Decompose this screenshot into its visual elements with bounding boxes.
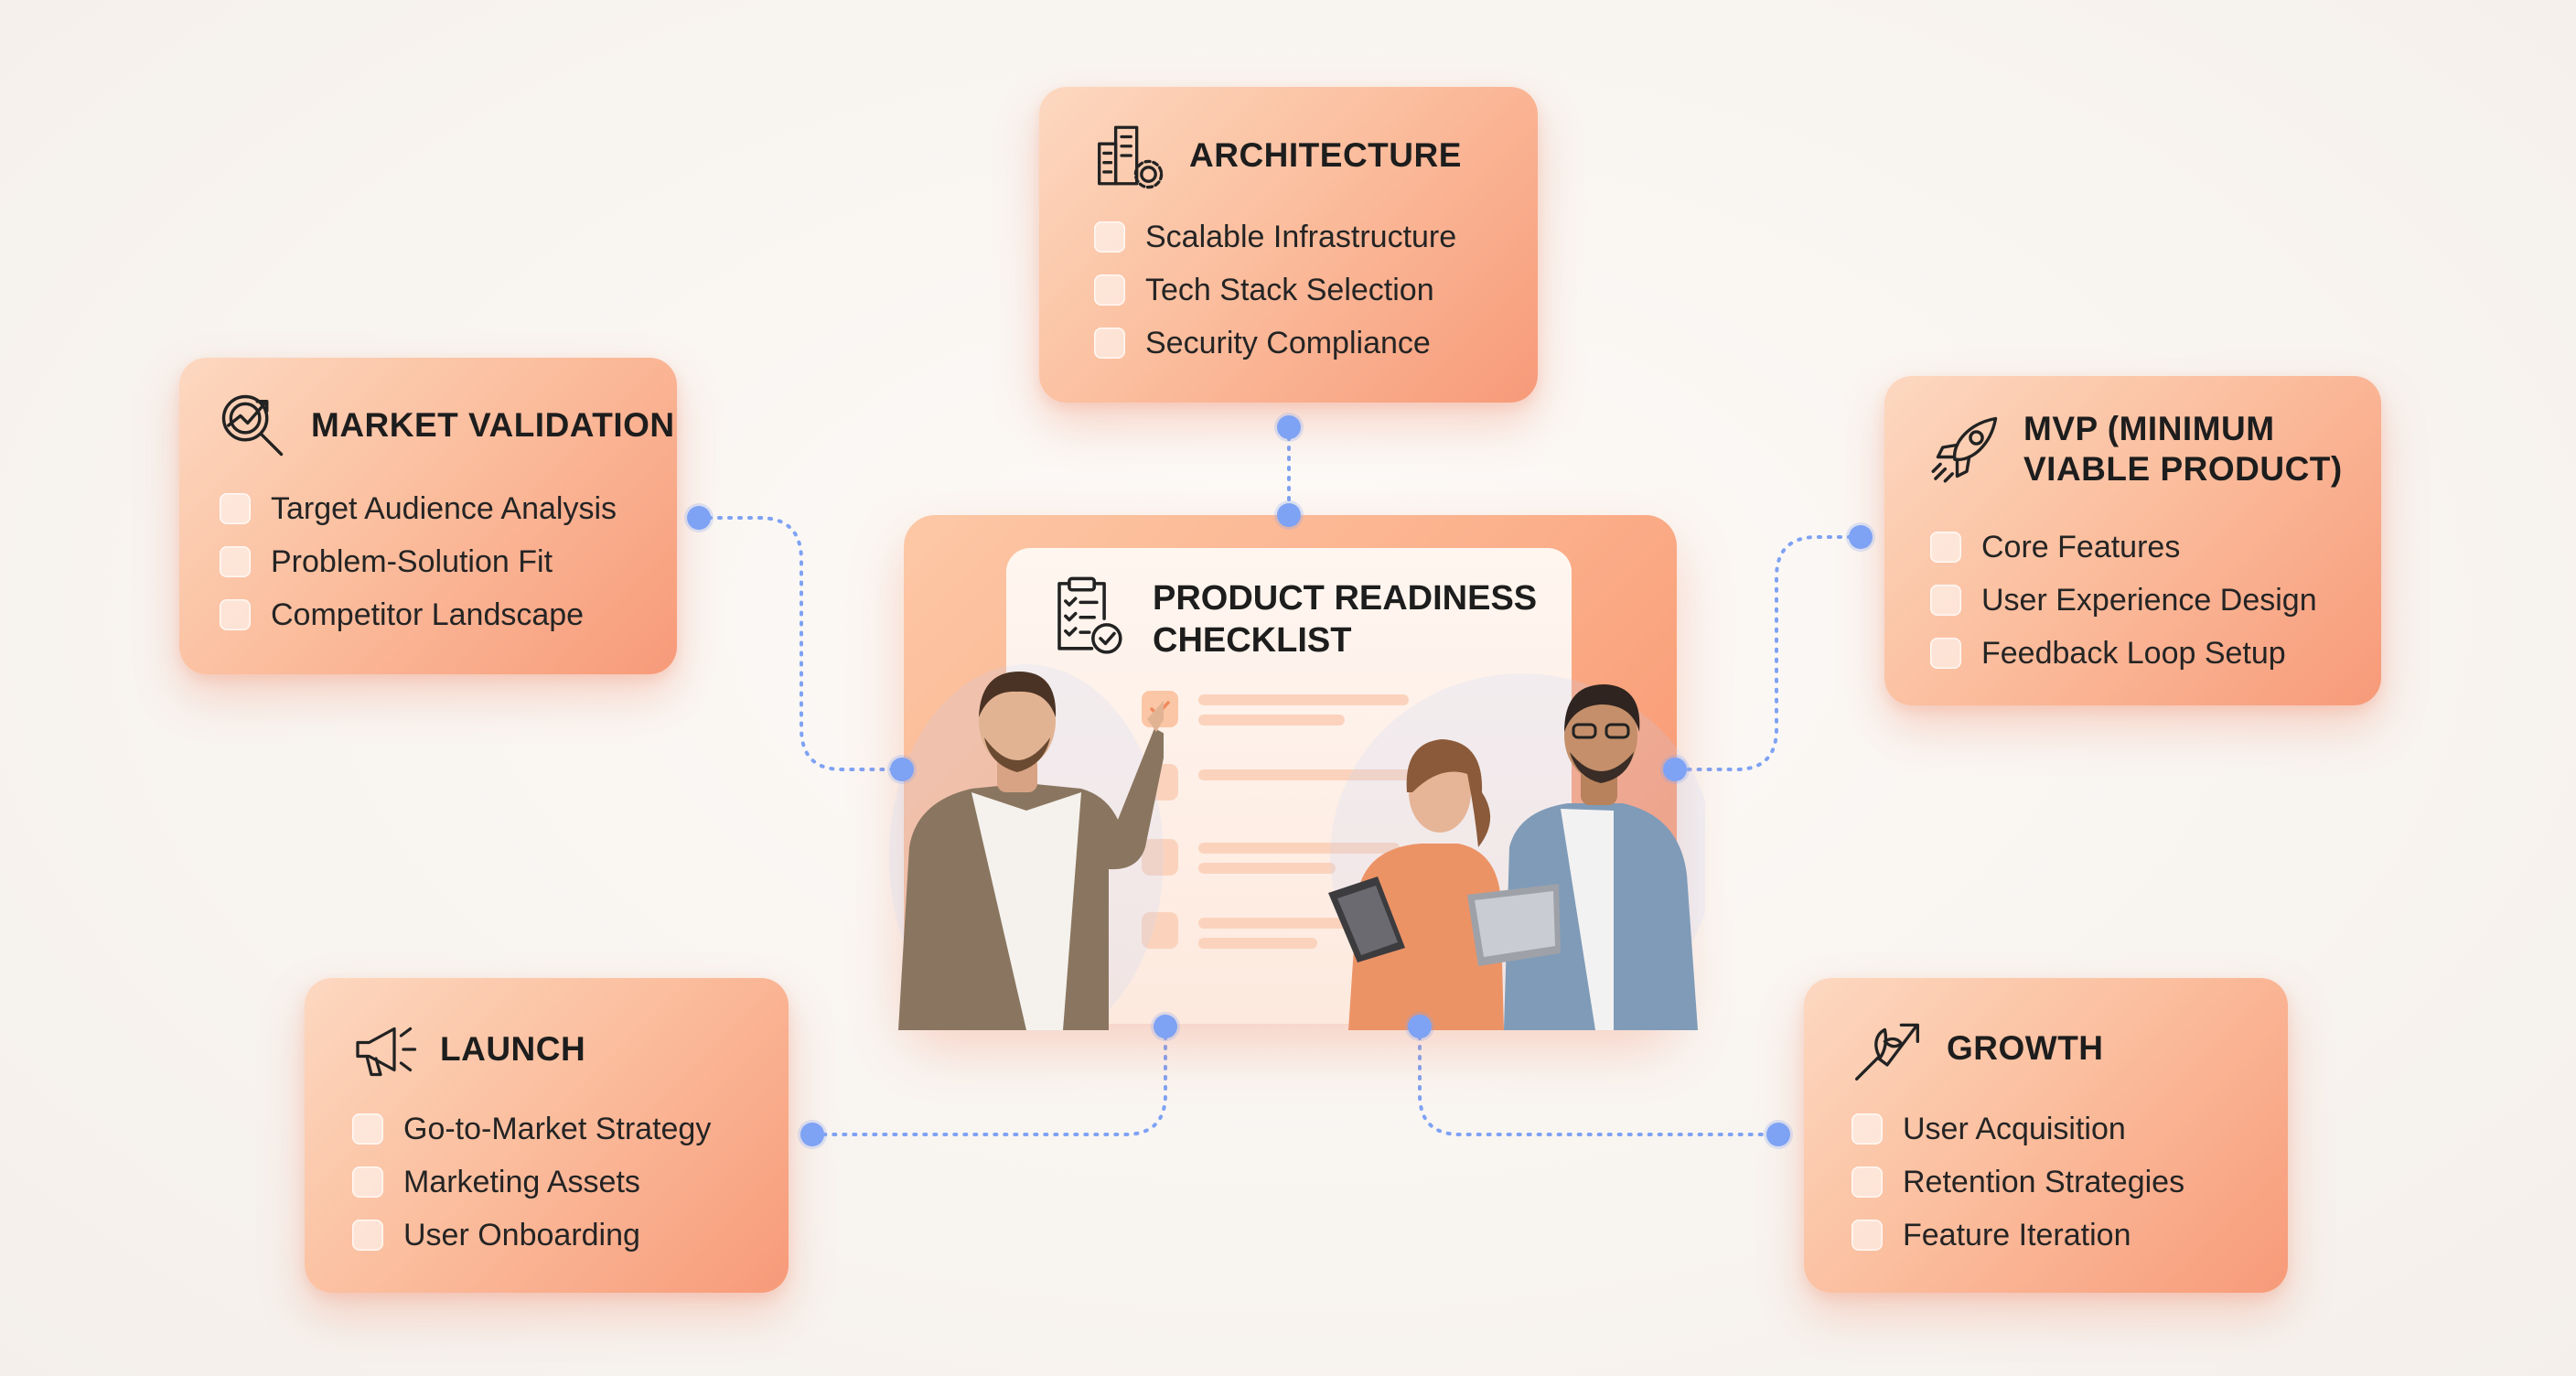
list-item[interactable]: Tech Stack Selection [1094, 263, 1456, 317]
checklist-line [1198, 769, 1418, 780]
list-item[interactable]: Retention Strategies [1852, 1156, 2184, 1209]
checkbox[interactable] [352, 1166, 383, 1198]
connector-market [697, 516, 904, 771]
list-item[interactable]: Security Compliance [1094, 317, 1456, 370]
mvp-card: MVP (MINIMUM VIABLE PRODUCT) Core Featur… [1884, 376, 2381, 705]
checkbox[interactable] [220, 546, 251, 577]
connector-dot [1277, 415, 1301, 439]
market-validation-list: Target Audience Analysis Problem-Solutio… [220, 482, 617, 641]
connector-dot [1663, 758, 1687, 781]
connector-dot [687, 506, 711, 530]
checklist-line [1198, 694, 1409, 705]
connector-dot [1766, 1123, 1790, 1146]
list-item[interactable]: Marketing Assets [352, 1156, 711, 1209]
growth-list: User Acquisition Retention Strategies Fe… [1852, 1102, 2184, 1262]
clipboard-check-icon [1046, 574, 1127, 661]
checklist-line [1198, 863, 1336, 874]
checkbox[interactable] [1094, 328, 1125, 359]
mvp-list: Core Features User Experience Design Fee… [1930, 521, 2317, 680]
megaphone-icon [349, 1013, 422, 1086]
checklist-line [1198, 938, 1317, 949]
launch-card: LAUNCH Go-to-Market Strategy Marketing A… [305, 978, 789, 1293]
checkbox[interactable] [1930, 638, 1961, 669]
checkbox[interactable] [1094, 221, 1125, 253]
market-validation-title: MARKET VALIDATION [311, 406, 675, 444]
checkbox[interactable] [220, 493, 251, 524]
checklist-line [1198, 843, 1400, 854]
list-item[interactable]: Scalable Infrastructure [1094, 210, 1456, 263]
launch-title: LAUNCH [440, 1030, 586, 1068]
checkbox[interactable] [1852, 1220, 1883, 1251]
list-item[interactable]: Target Audience Analysis [220, 482, 617, 535]
list-item[interactable]: User Onboarding [352, 1209, 711, 1262]
checkbox[interactable] [1094, 274, 1125, 306]
unchecked-box[interactable] [1142, 839, 1178, 876]
checkbox[interactable] [352, 1113, 383, 1145]
architecture-list: Scalable Infrastructure Tech Stack Selec… [1094, 210, 1456, 370]
connector-dot [890, 758, 914, 781]
center-title: PRODUCT READINESS CHECKLIST [1153, 579, 1538, 660]
growth-arrow-icon [1850, 1011, 1925, 1086]
list-item[interactable]: User Acquisition [1852, 1102, 2184, 1156]
checkbox[interactable] [1852, 1113, 1883, 1145]
presenter-illustration [889, 664, 1164, 1030]
connector-dot [1277, 503, 1301, 527]
list-item[interactable]: Problem-Solution Fit [220, 535, 617, 588]
connector-mvp [1673, 535, 1862, 771]
checkbox[interactable] [1930, 532, 1961, 563]
market-validation-card: MARKET VALIDATION Target Audience Analys… [179, 358, 677, 674]
checkbox[interactable] [1852, 1166, 1883, 1198]
list-item[interactable]: Go-to-Market Strategy [352, 1102, 711, 1156]
checkbox[interactable] [352, 1220, 383, 1251]
list-item[interactable]: Feature Iteration [1852, 1209, 2184, 1262]
connector-dot [1408, 1015, 1432, 1038]
launch-list: Go-to-Market Strategy Marketing Assets U… [352, 1102, 711, 1262]
checkbox[interactable] [1930, 585, 1961, 616]
unchecked-box[interactable] [1142, 912, 1178, 949]
architecture-title: ARCHITECTURE [1189, 136, 1462, 174]
mvp-title: MVP (MINIMUM VIABLE PRODUCT) [2023, 410, 2343, 488]
connector-dot [1154, 1015, 1177, 1038]
architecture-card: ARCHITECTURE Scalable Infrastructure Tec… [1039, 87, 1538, 403]
checkbox[interactable] [220, 599, 251, 630]
checklist-line [1198, 715, 1345, 726]
team-illustration [1328, 673, 1705, 1030]
building-gear-icon [1092, 118, 1167, 193]
connector-dot [1849, 525, 1873, 549]
list-item[interactable]: User Experience Design [1930, 574, 2317, 627]
magnifier-chart-icon [214, 387, 291, 464]
list-item[interactable]: Feedback Loop Setup [1930, 627, 2317, 680]
list-item[interactable]: Core Features [1930, 521, 2317, 574]
rocket-icon [1928, 409, 2005, 486]
list-item[interactable]: Competitor Landscape [220, 588, 617, 641]
connector-dot [800, 1123, 824, 1146]
checklist-line [1198, 918, 1381, 929]
growth-card: GROWTH User Acquisition Retention Strate… [1804, 978, 2288, 1293]
connector-growth [1418, 1025, 1780, 1136]
connector-launch [810, 1025, 1167, 1136]
growth-title: GROWTH [1947, 1029, 2104, 1067]
